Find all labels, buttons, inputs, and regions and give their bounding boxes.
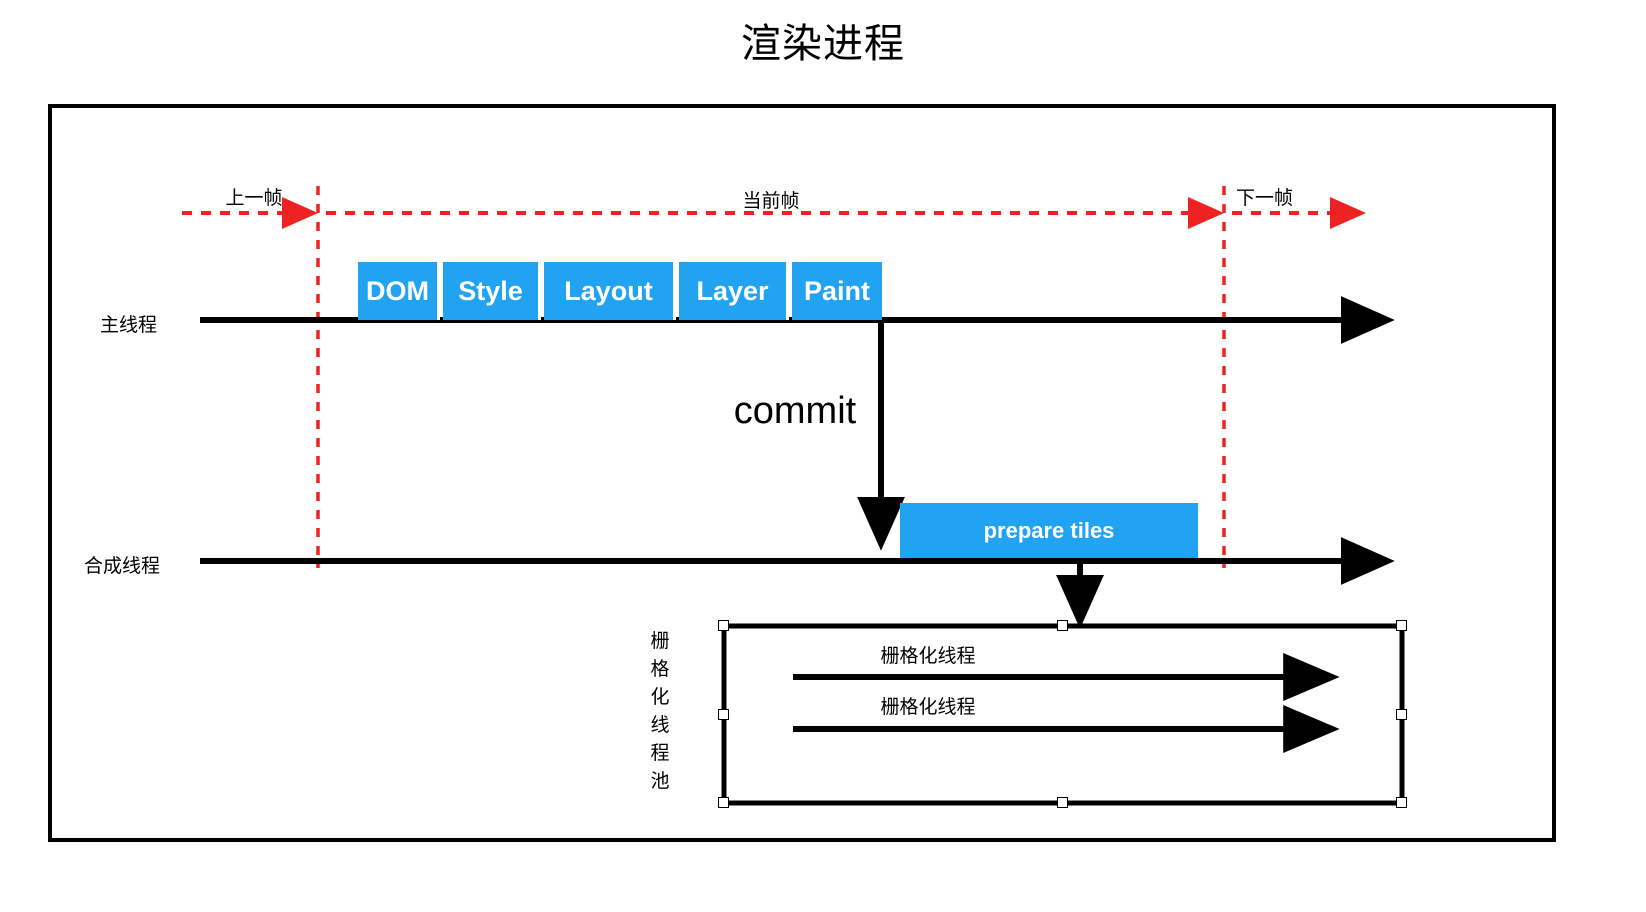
lane-label-compositor-thread: 合成线程 — [84, 556, 161, 577]
lane-label-main-thread: 主线程 — [100, 315, 158, 336]
frame-label-previous: 上一帧 — [225, 188, 283, 209]
pool-label-char-5: 程 — [650, 743, 670, 764]
stage-box-layout[interactable]: Layout — [544, 262, 676, 320]
raster-thread-label-1: 栅格化线程 — [880, 646, 976, 667]
pool-label-char-2: 格 — [650, 659, 670, 680]
stage-box-paint[interactable]: Paint — [792, 262, 882, 320]
pool-label-char-6: 池 — [650, 771, 670, 792]
stage-box-dom[interactable]: DOM — [358, 262, 440, 320]
prepare-tiles-box[interactable]: prepare tiles — [900, 503, 1198, 558]
pool-label-char-4: 线 — [650, 715, 670, 736]
raster-thread-label-2: 栅格化线程 — [880, 697, 976, 718]
pool-label-char-1: 栅 — [650, 631, 670, 652]
frame-label-current: 当前帧 — [742, 191, 800, 212]
commit-label: commit — [733, 390, 857, 432]
page-title: 渲染进程 — [741, 22, 905, 66]
selection-handle-bottom-left[interactable] — [718, 797, 729, 808]
selection-handle-middle-right[interactable] — [1396, 709, 1407, 720]
pool-label-char-3: 化 — [650, 687, 670, 708]
selection-handle-bottom-center[interactable] — [1057, 797, 1068, 808]
selection-handle-top-left[interactable] — [718, 620, 729, 631]
stage-box-layer[interactable]: Layer — [679, 262, 789, 320]
frame-label-next: 下一帧 — [1236, 188, 1294, 209]
selection-handle-bottom-right[interactable] — [1396, 797, 1407, 808]
selection-handle-middle-left[interactable] — [718, 709, 729, 720]
selection-handle-top-center[interactable] — [1057, 620, 1068, 631]
raster-thread-pool-label: 栅 格 化 线 程 池 — [645, 628, 675, 796]
stage-box-style[interactable]: Style — [443, 262, 541, 320]
selection-handle-top-right[interactable] — [1396, 620, 1407, 631]
